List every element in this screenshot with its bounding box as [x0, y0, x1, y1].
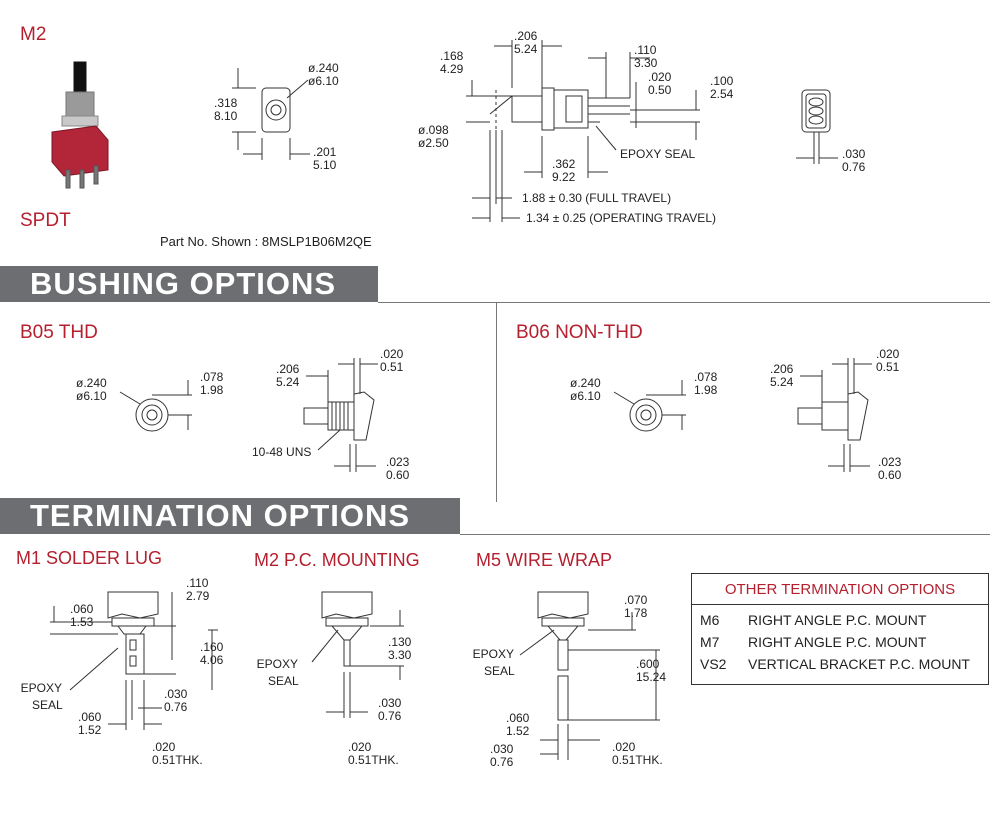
- bushing-vertical-divider: [496, 302, 497, 502]
- pole-label: SPDT: [20, 210, 71, 231]
- b05-side-view: [303, 358, 378, 472]
- model-title: M2: [20, 24, 47, 45]
- epoxy-seal-label: EPOXY SEAL: [620, 147, 696, 161]
- operating-travel-label: 1.34 ± 0.25 (OPERATING TRAVEL): [526, 211, 716, 225]
- m5-drawing: [519, 591, 660, 760]
- front-view: [232, 68, 310, 160]
- part-number: Part No. Shown : 8MSLP1B06M2QE: [160, 234, 372, 249]
- b05-front-view: [119, 380, 192, 432]
- m5-title: M5 WIRE WRAP: [476, 550, 613, 570]
- b05-thread-label: 10-48 UNS: [252, 445, 312, 459]
- b06-side-view: [797, 358, 872, 472]
- other-termination-title: OTHER TERMINATION OPTIONS: [692, 574, 988, 605]
- b05-title: B05 THD: [20, 322, 98, 343]
- end-view: [796, 89, 838, 164]
- b06-title: B06 NON-THD: [516, 322, 643, 343]
- termination-options-banner: TERMINATION OPTIONS: [0, 498, 460, 534]
- switch-photo: [51, 61, 109, 189]
- side-view: [466, 40, 700, 222]
- full-travel-label: 1.88 ± 0.30 (FULL TRAVEL): [522, 191, 672, 205]
- m1-title: M1 SOLDER LUG: [16, 548, 163, 568]
- m1-drawing: [50, 591, 218, 730]
- m2-drawing: [311, 591, 404, 718]
- b06-front-view: [613, 380, 686, 432]
- bushing-divider: [378, 302, 990, 303]
- m2-title: M2 P.C. MOUNTING: [254, 550, 420, 570]
- bushing-options-banner: BUSHING OPTIONS: [0, 266, 378, 302]
- termination-divider: [460, 534, 990, 535]
